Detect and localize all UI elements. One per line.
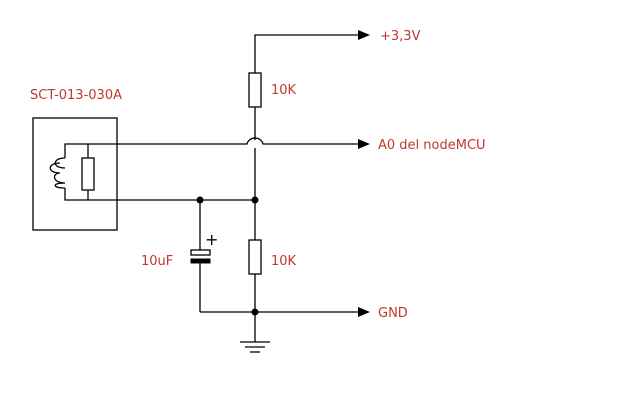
- vcc-label: +3,3V: [380, 29, 421, 44]
- sensor-coil-icon: [49, 157, 66, 189]
- sensor-housing: [32, 117, 118, 231]
- resistor-bottom: [248, 239, 262, 275]
- resistor-bottom-label: 10K: [271, 254, 297, 269]
- sensor-burden-resistor: [81, 157, 95, 191]
- resistor-top-label: 10K: [271, 83, 297, 98]
- capacitor-plate-top: [190, 249, 211, 256]
- vcc-arrow-icon: [358, 30, 370, 40]
- capacitor-plate-bottom: [190, 258, 211, 264]
- ground-icon: [240, 341, 270, 353]
- current-sensor: [32, 117, 118, 231]
- sensor-inner-wiring: [64, 143, 88, 201]
- junction-dot: [251, 196, 259, 204]
- gnd-label: GND: [378, 306, 408, 321]
- junction-dot: [196, 196, 204, 204]
- gnd-arrow-icon: [358, 307, 370, 317]
- adc-label: A0 del nodeMCU: [378, 138, 486, 153]
- vcc-wire: [254, 34, 358, 73]
- resistor-top: [248, 72, 262, 108]
- capacitor-polarity-label: +: [205, 230, 218, 249]
- capacitor-label: 10uF: [141, 254, 173, 269]
- signal-wire-a0: [88, 137, 358, 145]
- a0-arrow-icon: [358, 139, 370, 149]
- sensor-label: SCT-013-030A: [30, 88, 122, 103]
- junction-dot: [251, 308, 259, 316]
